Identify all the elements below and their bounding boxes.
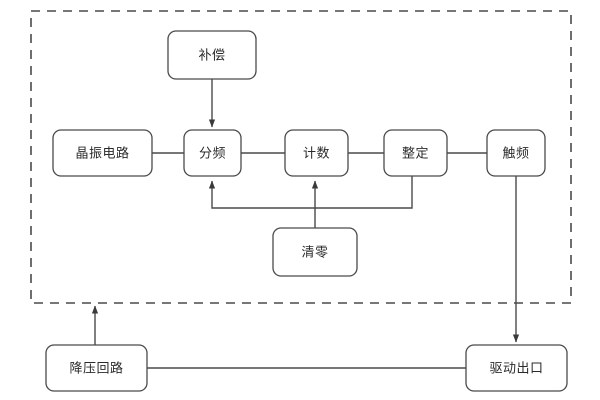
node-label-chupin: 触频 [502,147,529,162]
edge-zhengding-to-fenpin [208,176,413,209]
node-fenpin[interactable]: 分频 [183,129,242,177]
node-qingling[interactable]: 清零 [272,227,358,277]
node-label-qingling: 清零 [301,246,328,261]
node-jishu[interactable]: 计数 [284,129,349,177]
node-jingzhen[interactable]: 晶振电路 [52,129,153,177]
node-label-zhengding: 整定 [402,147,429,162]
node-box-chupin [486,129,546,177]
node-label-jingzhen: 晶振电路 [75,146,129,162]
node-buchang[interactable]: 补偿 [167,30,257,80]
node-label-jishu: 计数 [303,147,330,162]
node-box-jiangya [45,344,148,392]
node-box-fenpin [183,129,242,177]
node-box-jishu [284,129,349,177]
node-jiangya[interactable]: 降压回路 [45,344,148,392]
node-chupin[interactable]: 触频 [486,129,546,177]
node-box-buchang [167,30,257,80]
node-zhengding[interactable]: 整定 [383,129,448,177]
node-qudong[interactable]: 驱动出口 [465,344,568,392]
node-box-qingling [272,227,358,277]
edges-layer [91,79,520,369]
node-label-qudong: 驱动出口 [489,362,543,377]
node-label-buchang: 补偿 [198,49,225,64]
node-box-zhengding [383,129,448,177]
node-box-jingzhen [52,129,153,177]
node-label-jiangya: 降压回路 [69,361,123,377]
node-label-fenpin: 分频 [199,147,226,162]
node-box-qudong [465,344,568,392]
